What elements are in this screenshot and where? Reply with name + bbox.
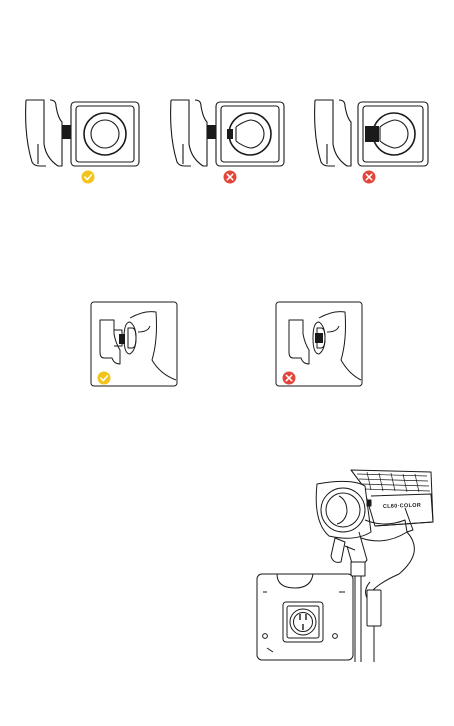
closeup-diagram-correct (90, 300, 180, 390)
x-icon (363, 171, 376, 184)
check-icon (82, 171, 95, 184)
x-icon (224, 171, 237, 184)
mount-peg (365, 126, 379, 142)
mount-diagram-incorrect-a (167, 96, 289, 188)
x-icon (283, 372, 296, 385)
mount-diagram-incorrect-b (311, 96, 433, 188)
closeup-diagram-incorrect (275, 300, 365, 390)
xlr-closeup-callout (257, 574, 353, 660)
mount-diagram-correct (22, 96, 144, 188)
light-fixture-illustration: CL60·COLOR (255, 462, 441, 662)
mount-peg (62, 125, 71, 139)
mount-peg (207, 125, 216, 139)
check-icon (98, 372, 111, 385)
